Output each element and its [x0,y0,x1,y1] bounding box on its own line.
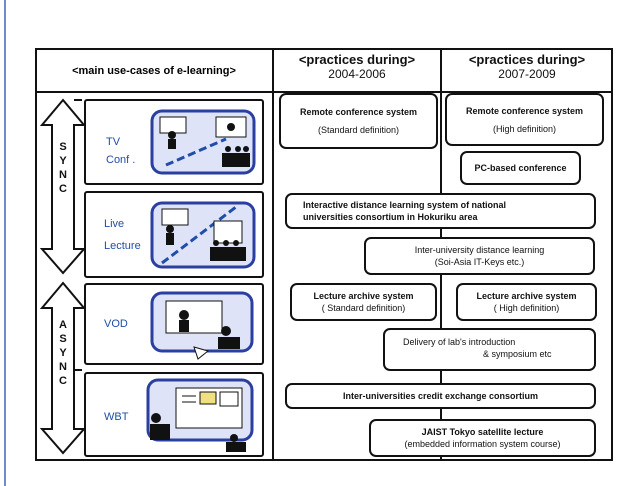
pc-based-conference: PC-based conference [460,151,581,185]
period-1-title: <practices during> [298,52,416,67]
async-arrow [39,281,87,455]
jaist-tokyo-satellite-lecture: JAIST Tokyo satellite lecture (embedded … [369,419,596,457]
box-line: (embedded information system course) [404,439,561,449]
box-line: & symposium etc [483,349,552,359]
async-letter: A [59,319,67,331]
box-title: Lecture archive system [313,291,414,301]
header-main-use-cases: <main use-cases of e-learning> [72,64,236,77]
async-letter: Y [59,347,67,359]
header-period-1: <practices during> 2004-2006 [274,52,440,81]
remote-conference-hd: Remote conference system (High definitio… [445,93,604,146]
box-title: PC-based conference [474,163,567,173]
label-line: Conf . [106,154,136,166]
async-letters: A S Y N C [56,318,70,388]
vod-label: VOD [104,318,128,330]
sync-arrow [39,98,87,275]
use-case-wbt: WBT [84,372,264,457]
box-title: Inter-universities credit exchange conso… [342,391,539,401]
vod-icon [150,291,254,360]
use-case-vod: VOD [84,283,264,365]
sync-letter: S [59,141,67,153]
period-2-title: <practices during> [468,52,586,67]
async-letter: C [59,375,67,387]
box-title: Remote conference system [465,105,584,116]
inter-university-distance-learning: Inter-university distance learning (Soi-… [364,237,595,275]
period-1-years: 2004-2006 [328,67,386,81]
slide-left-edge [4,0,6,486]
lecture-archive-sd: Lecture archive system ( Standard defini… [290,283,437,321]
box-line: Delivery of lab's introduction [403,337,516,347]
lecture-archive-hd: Lecture archive system ( High definition… [456,283,597,321]
delivery-lab-introduction: Delivery of lab's introduction & symposi… [383,328,596,371]
credit-exchange-consortium: Inter-universities credit exchange conso… [285,383,596,409]
header-period-2: <practices during> 2007-2009 [442,52,612,81]
sync-letter: N [59,169,67,181]
box-line: (Soi-Asia IT-Keys etc.) [434,257,525,267]
label-line: Lecture [104,240,141,252]
box-line: JAIST Tokyo satellite lecture [421,427,544,437]
wbt-label: WBT [104,411,129,423]
box-line: universities consortium in Hokuriku area [303,212,478,222]
wbt-icon [146,378,254,452]
use-case-live-lecture: Live Lecture [84,191,264,278]
live-lecture-icon [150,201,256,269]
box-line: Inter-university distance learning [414,245,545,255]
box-subtitle: (High definition) [492,123,557,134]
remote-conference-sd: Remote conference system (Standard defin… [279,93,438,149]
period-2-years: 2007-2009 [498,67,556,81]
interactive-distance-learning: Interactive distance learning system of … [285,193,596,229]
column-divider-1 [272,48,274,461]
async-letter: N [59,361,67,373]
tv-conference-icon [150,109,256,175]
label-line: TV [106,136,121,148]
sync-letter: C [59,183,67,195]
table-frame [35,48,613,461]
async-letter: S [59,333,67,345]
sync-letters: S Y N C [56,140,70,196]
box-title: Lecture archive system [476,291,577,301]
box-title: Remote conference system [299,107,418,117]
tv-conf-label: TV Conf . [106,133,135,169]
header-divider [35,91,613,93]
sync-letter: Y [59,155,67,167]
box-line: Interactive distance learning system of … [303,200,507,210]
box-subtitle: ( Standard definition) [321,303,406,313]
use-case-tv-conf: TV Conf . [84,99,264,185]
box-subtitle: ( High definition) [493,303,560,313]
box-subtitle: (Standard definition) [317,125,400,135]
live-lecture-label: Live Lecture [104,215,141,255]
label-line: Live [104,218,125,230]
